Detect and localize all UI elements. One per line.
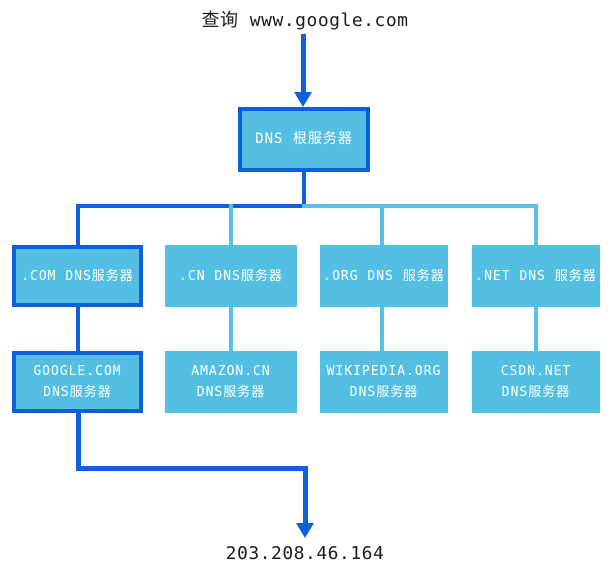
tld-org-node: .ORG DNS 服务器	[320, 245, 448, 307]
connector-bus-right	[302, 204, 538, 208]
tld-net-label: .NET DNS 服务器	[475, 268, 597, 284]
connector-com-google	[76, 307, 80, 351]
query-arrow-head-icon	[294, 92, 312, 107]
query-arrow-line	[301, 34, 306, 94]
auth-google-node: GOOGLE.COM DNS服务器	[12, 351, 143, 413]
connector-exit-final	[303, 466, 308, 524]
connector-root-stem	[302, 172, 306, 208]
dns-root-label: DNS 根服务器	[255, 131, 353, 147]
tld-com-label: .COM DNS服务器	[21, 268, 134, 284]
auth-csdn-node: CSDN.NET DNS服务器	[472, 351, 600, 413]
resolved-ip-label: 203.208.46.164	[225, 543, 385, 564]
tld-org-label: .ORG DNS 服务器	[323, 268, 445, 284]
connector-bus-left	[76, 204, 306, 208]
auth-amazon-line2: DNS服务器	[196, 385, 266, 400]
connector-org-wikipedia	[380, 307, 384, 351]
auth-amazon-node: AMAZON.CN DNS服务器	[165, 351, 297, 413]
auth-wikipedia-line2: DNS服务器	[349, 385, 419, 400]
connector-drop-org	[380, 204, 384, 245]
connector-cn-amazon	[229, 307, 233, 351]
auth-wikipedia-node: WIKIPEDIA.ORG DNS服务器	[320, 351, 448, 413]
auth-csdn-line2: DNS服务器	[501, 385, 571, 400]
connector-exit-down	[76, 413, 81, 471]
auth-amazon-line1: AMAZON.CN	[191, 364, 271, 379]
tld-cn-node: .CN DNS服务器	[165, 245, 297, 307]
tld-net-node: .NET DNS 服务器	[472, 245, 600, 307]
auth-wikipedia-line1: WIKIPEDIA.ORG	[326, 364, 442, 379]
auth-google-line2: DNS服务器	[43, 385, 112, 400]
auth-google-line1: GOOGLE.COM	[33, 364, 122, 379]
connector-drop-net	[534, 204, 538, 245]
query-label: 查询 www.google.com	[201, 10, 409, 31]
tld-com-node: .COM DNS服务器	[12, 245, 143, 307]
connector-net-csdn	[534, 307, 538, 351]
exit-arrow-head-icon	[296, 523, 314, 538]
connector-drop-com	[76, 204, 80, 245]
dns-root-node: DNS 根服务器	[238, 107, 370, 172]
auth-csdn-line1: CSDN.NET	[500, 364, 572, 379]
tld-cn-label: .CN DNS服务器	[179, 268, 283, 284]
connector-drop-cn	[229, 204, 233, 245]
connector-exit-across	[76, 466, 308, 471]
